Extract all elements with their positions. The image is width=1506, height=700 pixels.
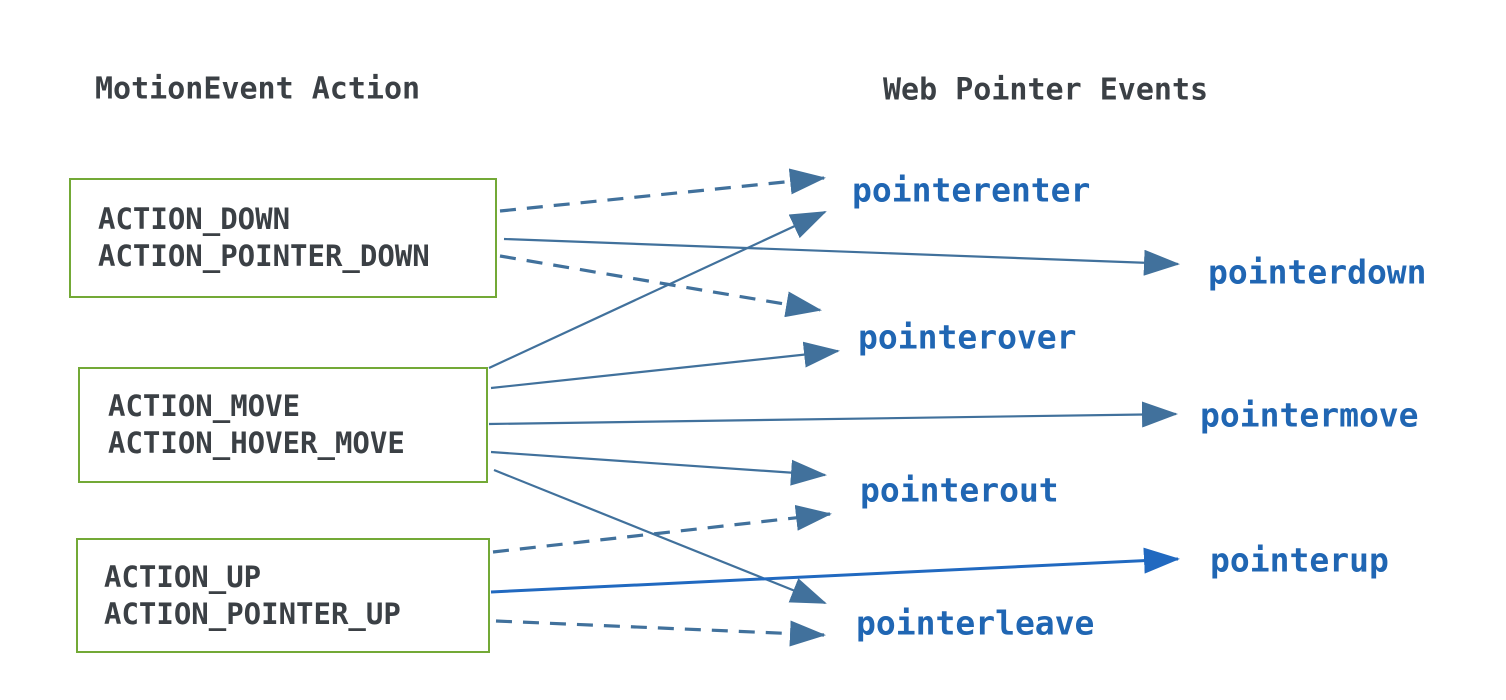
- action-label: ACTION_HOVER_MOVE: [108, 426, 405, 460]
- left-column-header: MotionEvent Action: [95, 71, 421, 107]
- action-label: ACTION_POINTER_DOWN: [98, 239, 430, 273]
- arrow-action_up-to-pointerup: [490, 547, 1180, 594]
- box-action-up: ACTION_UP ACTION_POINTER_UP: [76, 538, 490, 653]
- action-label: ACTION_MOVE: [108, 389, 301, 423]
- event-label-pointerover: pointerover: [858, 317, 1077, 357]
- arrow-action_move-to-pointermove: [488, 401, 1178, 428]
- event-label-pointerleave: pointerleave: [856, 603, 1095, 643]
- arrow-action_down-to-pointerenter: [499, 168, 826, 213]
- action-label: ACTION_UP: [104, 559, 262, 594]
- event-label-pointerenter: pointerenter: [852, 170, 1091, 210]
- event-label-pointerout: pointerout: [860, 470, 1059, 510]
- arrow-action_up-to-pointerout: [492, 504, 832, 554]
- arrow-action_down-to-pointerdown: [503, 237, 1180, 276]
- event-label-pointermove: pointermove: [1200, 395, 1419, 435]
- arrow-action_move-to-pointerout: [490, 450, 827, 486]
- arrow-action_move-to-pointerleave: [493, 468, 827, 605]
- arrow-action_move-to-pointerover: [490, 341, 840, 390]
- right-column-header: Web Pointer Events: [883, 72, 1209, 108]
- arrow-action_down-to-pointerover: [499, 254, 822, 318]
- event-label-pointerup: pointerup: [1210, 540, 1389, 580]
- arrow-action_move-to-pointerenter: [488, 211, 827, 369]
- action-label: ACTION_POINTER_UP: [104, 596, 401, 631]
- box-action-move: ACTION_MOVE ACTION_HOVER_MOVE: [78, 367, 488, 483]
- arrow-action_up-to-pointerleave: [495, 619, 826, 647]
- box-action-down: ACTION_DOWN ACTION_POINTER_DOWN: [69, 178, 497, 298]
- event-label-pointerdown: pointerdown: [1208, 252, 1427, 292]
- action-label: ACTION_DOWN: [98, 202, 291, 236]
